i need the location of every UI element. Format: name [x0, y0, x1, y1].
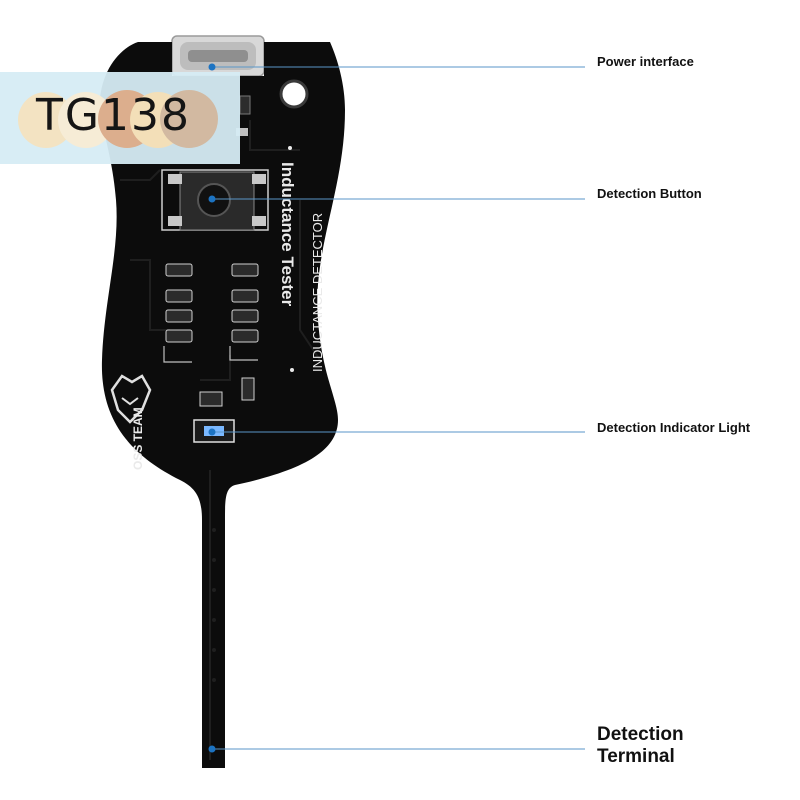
detection-button[interactable]: [161, 169, 269, 231]
brand-badge: TG138: [0, 72, 240, 164]
board-title: Inductance Tester: [278, 162, 297, 307]
callout-detection-button: Detection Button: [597, 186, 702, 201]
board-subtitle: INDUCTANCE DETECTOR: [310, 213, 325, 372]
callout-detection-indicator-light: Detection Indicator Light: [597, 420, 751, 435]
smd-resistor-group-left: [163, 263, 193, 363]
oss-team-logo: [110, 374, 152, 424]
smd-resistor-group-right: [229, 263, 259, 401]
silk-dot: [290, 368, 294, 372]
silk-dot: [288, 146, 292, 150]
callout-detection-terminal: Detection Terminal: [597, 724, 684, 767]
usb-c-connector: [171, 35, 265, 77]
mounting-hole: [279, 79, 309, 109]
callout-power-interface: Power interface: [597, 54, 694, 69]
brand-logo-text: TG138: [36, 90, 191, 141]
oss-team-label: OSS TEAM: [131, 407, 145, 470]
smd-component: [236, 128, 248, 136]
probe-vias: [212, 528, 216, 682]
brand-dot: [160, 90, 218, 148]
pcb-traces: [120, 120, 321, 760]
callout-leaders: [208, 63, 585, 753]
smd-component: [239, 95, 251, 115]
